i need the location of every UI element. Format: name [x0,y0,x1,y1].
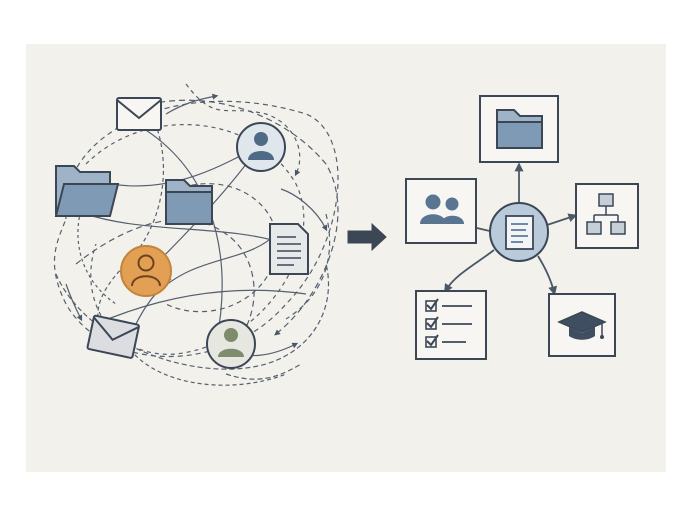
envelope-icon [116,97,162,131]
org-chart-icon [575,183,639,249]
arrow-right-icon [347,222,387,252]
envelope-icon [86,314,140,359]
person-icon [206,319,256,369]
person-icon [120,245,172,297]
graduation-cap-icon [548,293,616,357]
person-icon [236,122,286,172]
document-hub-icon [489,202,549,262]
open-folder-icon [54,165,120,217]
checklist-icon [415,290,487,360]
document-icon [269,223,309,275]
diagram-canvas [26,44,666,472]
diagram-svg [53,83,639,386]
folder-icon [165,179,213,225]
people-icon [405,178,477,244]
folder-icon [479,95,559,163]
